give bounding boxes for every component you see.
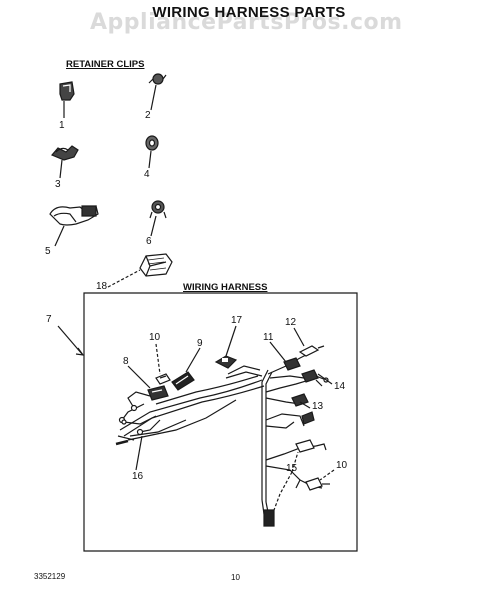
retainer-clip-4 (146, 136, 158, 150)
callout-3: 3 (55, 179, 61, 190)
callout-15: 15 (286, 463, 298, 474)
callout-8: 8 (123, 356, 129, 367)
terminal-15 (296, 440, 326, 452)
leader-3 (60, 160, 62, 178)
retainer-clip-1 (60, 82, 74, 100)
callout-18: 18 (96, 281, 108, 292)
leader-9 (186, 348, 200, 372)
watermark: AppliancePartsPros.com (90, 10, 403, 35)
retainer-clip-2 (149, 74, 166, 84)
callout-5: 5 (45, 246, 51, 257)
connector-8 (148, 386, 168, 400)
callout-2: 2 (145, 110, 151, 121)
leader-2 (151, 85, 156, 110)
leader-13 (300, 402, 310, 408)
wiring-harness-heading: WIRING HARNESS (183, 282, 268, 293)
leader-15b (292, 452, 298, 472)
connector-bottom (264, 510, 274, 526)
callout-10-lower: 10 (336, 460, 348, 471)
leader-10-lower (320, 470, 334, 480)
leader-10-upper (156, 344, 160, 374)
connector-11 (284, 358, 300, 370)
leader-17 (226, 326, 236, 356)
leader-7-arrow (76, 348, 83, 355)
callout-11: 11 (263, 332, 274, 343)
callout-1: 1 (59, 120, 65, 131)
leader-11 (270, 342, 286, 362)
page-number: 10 (231, 573, 240, 582)
leader-18 (108, 270, 140, 287)
callout-14: 14 (334, 381, 346, 392)
terminal-12 (300, 346, 324, 356)
harness-frame (84, 293, 357, 551)
callout-9: 9 (197, 338, 203, 349)
insulator-18 (140, 254, 172, 276)
leader-16 (136, 436, 142, 470)
callout-6: 6 (146, 236, 152, 247)
connector-9 (172, 372, 194, 390)
document-number: 3352129 (34, 572, 66, 581)
connector-14 (302, 370, 328, 386)
callout-17: 17 (231, 315, 243, 326)
wire-harness (116, 352, 322, 522)
callout-7: 7 (46, 314, 52, 325)
leader-7 (58, 326, 82, 354)
callout-12: 12 (285, 317, 297, 328)
leader-12 (294, 328, 304, 346)
leader-14 (318, 374, 332, 384)
terminal-10-upper (156, 374, 170, 384)
leader-5 (55, 226, 64, 246)
retainer-clip-5 (50, 206, 98, 225)
callout-16: 16 (132, 471, 144, 482)
retainer-clips-heading: RETAINER CLIPS (66, 59, 145, 70)
callout-10-upper: 10 (149, 332, 161, 343)
page-title: WIRING HARNESS PARTS (152, 4, 346, 21)
callout-4: 4 (144, 169, 150, 180)
leader-6 (151, 216, 156, 236)
connector-13 (292, 394, 314, 424)
retainer-clip-6 (150, 201, 166, 218)
terminal-10-lower (306, 478, 330, 490)
retainer-clip-3 (52, 146, 78, 160)
connector-17 (216, 356, 236, 368)
leader-4 (149, 151, 151, 168)
leader-8 (128, 366, 150, 388)
callout-13: 13 (312, 401, 324, 412)
leader-15 (274, 472, 292, 510)
